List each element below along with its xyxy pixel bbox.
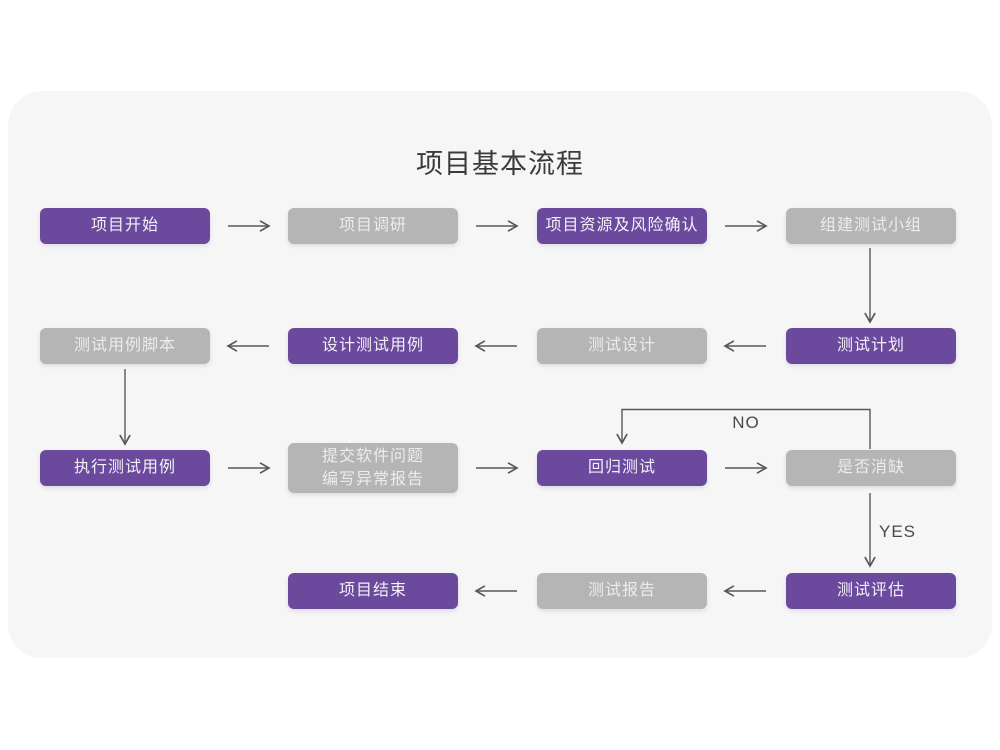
node-test-evaluate: 测试评估 [786, 573, 956, 609]
node-risk-confirm: 项目资源及风险确认 [537, 208, 707, 244]
node-build-team: 组建测试小组 [786, 208, 956, 244]
node-case-scripts: 测试用例脚本 [40, 328, 210, 364]
diagram-title: 项目基本流程 [416, 149, 584, 179]
node-project-end: 项目结束 [288, 573, 458, 609]
node-test-design: 测试设计 [537, 328, 707, 364]
edge-label-yes: YES [879, 522, 917, 541]
node-regression-test: 回归测试 [537, 450, 707, 486]
node-project-research: 项目调研 [288, 208, 458, 244]
node-test-plan: 测试计划 [786, 328, 956, 364]
node-design-cases: 设计测试用例 [288, 328, 458, 364]
node-project-start: 项目开始 [40, 208, 210, 244]
node-defect-check: 是否消缺 [786, 450, 956, 486]
node-execute-cases: 执行测试用例 [40, 450, 210, 486]
flowchart-card [8, 91, 992, 658]
edge-label-no: NO [732, 413, 760, 432]
node-test-report: 测试报告 [537, 573, 707, 609]
node-submit-issues: 提交软件问题 编写异常报告 [288, 443, 458, 493]
